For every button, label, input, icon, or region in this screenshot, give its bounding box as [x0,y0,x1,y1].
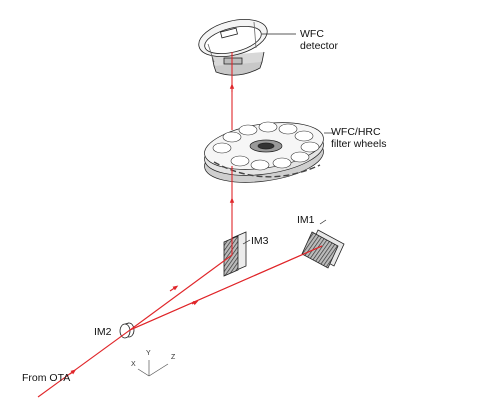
filter-wheels-label: WFC/HRC filter wheels [331,126,387,150]
axis-z-label: Z [171,354,176,361]
from-ota-label: From OTA [22,372,71,384]
leader-lines [242,33,334,245]
axis-y-label: Y [146,350,151,357]
wfc-detector [198,19,268,76]
wfc-detector-label: WFC detector [300,28,338,52]
coordinate-axes [137,360,169,377]
im1-mirror [301,229,345,269]
im2-mirror [119,322,135,339]
im3-mirror [223,231,247,277]
filter-wheels [204,121,324,183]
light-path [37,52,323,398]
beam-arrows [69,83,235,375]
im1-label: IM1 [297,214,315,226]
axis-x-label: X [131,361,136,368]
im2-label: IM2 [94,326,112,338]
im3-label: IM3 [251,235,269,247]
